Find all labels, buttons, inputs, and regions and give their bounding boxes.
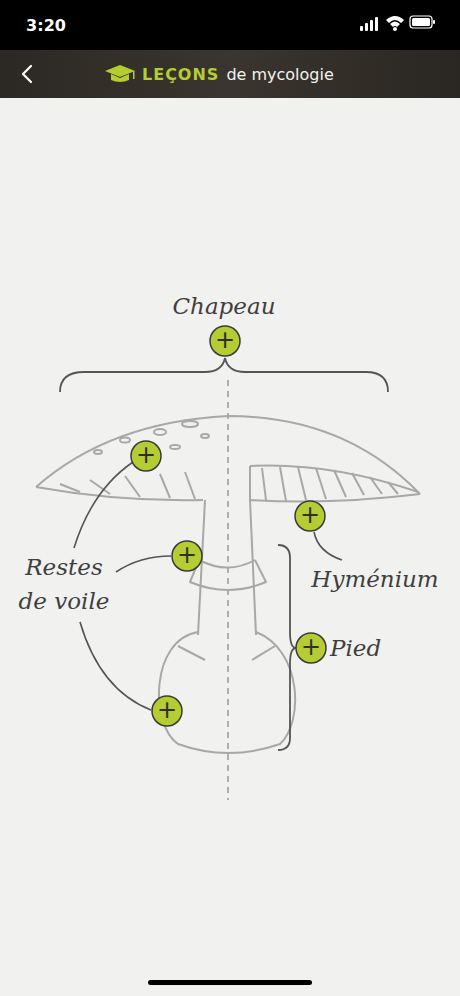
plus-button: + <box>295 632 327 664</box>
plus-sign: + <box>130 440 162 472</box>
part-label: Hyménium <box>311 566 438 592</box>
plus-sign: + <box>295 632 327 664</box>
nav-title: LEÇONS <box>142 65 219 84</box>
home-indicator <box>148 980 312 985</box>
part-label: Chapeau <box>173 293 276 319</box>
plus-sign: + <box>171 540 203 572</box>
chapeau-brace <box>60 358 388 392</box>
plus-button: + <box>130 440 162 472</box>
pied-bracket <box>278 545 296 750</box>
plus-button: + <box>294 500 326 532</box>
status-time: 3:20 <box>26 16 66 35</box>
part-label: Restes de voile <box>16 550 112 618</box>
plus-sign: + <box>209 325 241 357</box>
plus-sign: + <box>294 500 326 532</box>
part-label: Pied <box>330 635 381 661</box>
mortarboard-icon <box>105 65 135 82</box>
status-bar <box>0 0 460 50</box>
plus-button: + <box>209 325 241 357</box>
plus-button: + <box>151 695 183 727</box>
plus-sign: + <box>151 695 183 727</box>
back-chevron <box>23 66 31 82</box>
nav-bar <box>0 50 460 98</box>
status-icons <box>360 16 435 31</box>
plus-button: + <box>171 540 203 572</box>
leader-lines <box>74 462 342 710</box>
nav-title: de mycologie <box>226 65 333 84</box>
